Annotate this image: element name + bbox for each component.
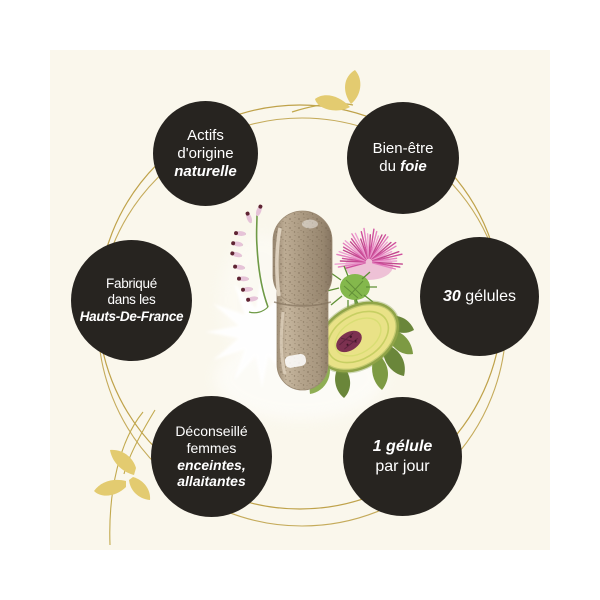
badge-line: Bien-être [373,140,434,158]
badge-line: femmes [175,440,247,457]
milk-thistle-flower [326,227,403,324]
capsule-illustration [272,210,333,391]
badge-line: Hauts-De-France [80,309,184,325]
badge-line: naturelle [174,163,237,181]
badge-line: 1 gélule [373,437,433,456]
badge-line: d'origine [174,145,237,163]
badge-text-segment: gélules [460,287,516,305]
badge-line: par jour [373,457,433,476]
badge-text-segment: dans les [107,292,156,308]
badge-line: allaitantes [175,473,247,490]
badge-text-segment: Déconseillé [175,422,248,439]
badge-line: du foie [373,158,434,176]
badge-text: 30 gélules [443,287,516,306]
badge-text-segment: foie [400,158,427,175]
badge-line: Déconseillé [175,423,247,440]
badge-text-segment: Hauts-De-France [79,308,184,324]
badge-text-segment: naturelle [174,162,237,180]
badge-line: dans les [80,292,184,308]
badge-text-segment: 30 [443,287,461,305]
fumitory-flower-stem [230,204,269,314]
badge-text-segment: Bien-être [372,140,434,157]
badge-text-segment: du [379,158,401,175]
badge-line: enceintes, [175,457,247,474]
artichoke-half [309,300,414,398]
badge-text-segment: 1 gélule [372,438,433,456]
badge-30-gelules: 30 gélules [420,237,539,356]
badge-text-segment: par jour [375,457,430,475]
badge-text-segment: Fabriqué [106,276,157,292]
badge-line: 30 gélules [443,287,516,306]
badge-line: Actifs [174,127,237,145]
badge-text-segment: allaitantes [177,473,246,490]
gold-leaf-ornament-top [291,70,361,113]
badge-text-segment: Actifs [187,126,224,144]
badge-text-segment: femmes [186,439,237,456]
gold-leaf-ornament-bottom-left [94,409,156,546]
white-burst [206,276,318,388]
badge-line: Fabriqué [80,276,184,292]
badge-text-segment: enceintes, [177,456,246,473]
badge-text-segment: d'origine [177,144,234,162]
